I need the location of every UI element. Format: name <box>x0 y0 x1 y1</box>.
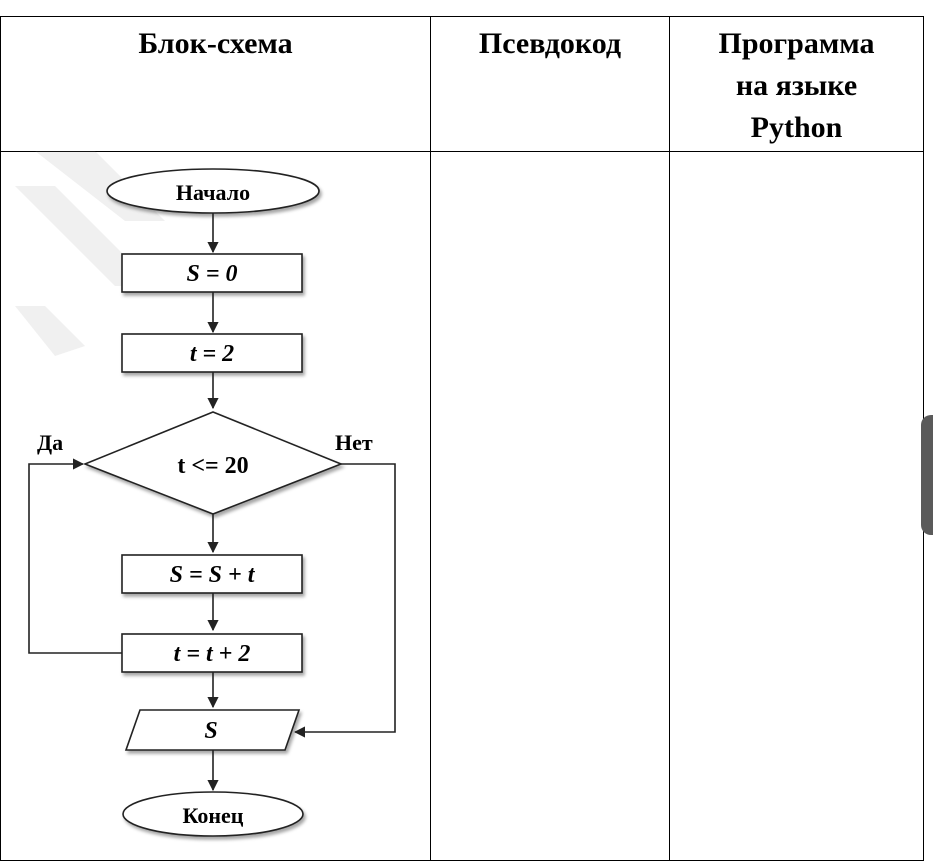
header-flowchart: Блок-схема <box>1 17 430 157</box>
column-divider <box>430 17 431 860</box>
header-python-line2: на языке <box>735 69 858 102</box>
loop-back-arrow <box>28 458 122 654</box>
flowchart: Начало S = 0 t = 2 t <= 20 Да Нет S = S … <box>15 151 396 837</box>
process-t-init <box>121 333 303 373</box>
header-divider <box>1 151 923 152</box>
process-t-update <box>121 633 303 673</box>
no-branch-arrow <box>293 463 396 738</box>
header-python: Программа на языке Python <box>670 17 923 157</box>
process-s-update <box>121 554 303 594</box>
start-label: Начало <box>176 180 250 205</box>
yes-label: Да <box>37 430 63 455</box>
output-label: S <box>204 718 217 744</box>
process-s-init <box>121 253 303 293</box>
header-pseudocode-text: Псевдокод <box>478 27 622 60</box>
end-label: Конец <box>183 803 244 828</box>
t-init-label: t = 2 <box>190 341 234 367</box>
output-block <box>124 709 301 751</box>
column-divider <box>669 17 670 860</box>
s-update-label: S = S + t <box>170 562 256 588</box>
header-flowchart-text: Блок-схема <box>138 27 293 60</box>
document-table: Блок-схема Псевдокод Программа на языке … <box>0 16 924 861</box>
s-init-label: S = 0 <box>186 261 237 287</box>
side-tab-handle[interactable] <box>921 415 933 535</box>
no-label: Нет <box>335 430 373 455</box>
condition-label: t <= 20 <box>177 453 248 479</box>
t-update-label: t = t + 2 <box>174 641 251 667</box>
header-python-line1: Программа <box>718 27 875 60</box>
header-pseudocode: Псевдокод <box>431 17 669 157</box>
header-python-line3: Python <box>750 111 843 144</box>
end-terminator <box>122 791 304 837</box>
